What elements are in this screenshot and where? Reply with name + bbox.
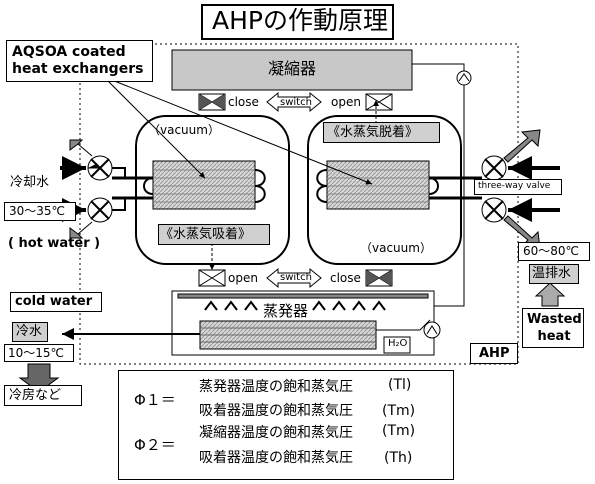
- top-switch-label: switch: [280, 97, 312, 108]
- h2o-box: [383, 336, 411, 354]
- left-state-label: 《水蒸気吸着》: [160, 227, 252, 242]
- ahp-label: AHP: [479, 346, 510, 361]
- cooling-temp-box: [4, 202, 76, 221]
- right-exhaust-arrow: [503, 129, 541, 163]
- right-three-way-valve-upper-icon: [481, 155, 507, 181]
- condensate-pump-icon: [456, 70, 472, 86]
- three-way-valve-box: [474, 179, 562, 195]
- chilled-water-box: [12, 322, 48, 342]
- evaporator-coil: [199, 320, 377, 350]
- phi1-numerator-symbol: (Tl): [388, 377, 412, 393]
- phi1-numerator: 蒸発器温度の飽和蒸気圧: [199, 379, 353, 395]
- phi2-denominator-symbol: (Th): [384, 450, 413, 466]
- left-outlet-arrow-2: [69, 221, 93, 239]
- evaporator-label: 蒸発器: [263, 302, 309, 320]
- evaporation-arrows: [204, 300, 386, 311]
- top-right-valve-icon: [365, 93, 393, 111]
- top-right-valve-label: open: [331, 95, 361, 109]
- title-box: [201, 4, 394, 40]
- right-state-label: 《水蒸気脱着》: [327, 125, 419, 140]
- phi1-denominator: 吸着器温度の飽和蒸気圧: [199, 403, 353, 419]
- bottom-switch-arrow: [266, 267, 322, 289]
- phi2-numerator: 凝縮器温度の飽和蒸気圧: [199, 425, 353, 441]
- bottom-right-valve-label: close: [330, 271, 361, 285]
- ahp-label-box: [470, 343, 518, 364]
- formula-box: [118, 370, 454, 480]
- chilled-water-return: [376, 319, 431, 331]
- waste-water-box: [529, 264, 579, 284]
- waste-water-label: 温排水: [532, 266, 572, 281]
- right-vacuum-label: （vacuum）: [360, 241, 432, 255]
- waste-temp-label: 60～80℃: [523, 244, 580, 258]
- chilled-temp-label: 10～15℃: [8, 346, 65, 360]
- right-three-way-valve-lower-icon: [481, 197, 507, 223]
- condensate-line: [412, 63, 465, 307]
- left-three-way-valve-upper-icon: [87, 155, 113, 181]
- wasted-heat-arrow: [534, 282, 566, 307]
- phi1-label: Φ１＝: [134, 391, 176, 409]
- cold-water-box: [10, 292, 102, 312]
- bottom-switch-label: switch: [280, 272, 312, 283]
- hot-water-label: ( hot water ): [8, 236, 101, 251]
- cooling-water-label: 冷却水: [10, 175, 50, 190]
- top-switch-arrow: [266, 91, 322, 113]
- callout-box: [6, 40, 153, 82]
- top-left-valve-label: close: [228, 95, 259, 109]
- phi2-label: Φ２＝: [134, 436, 176, 454]
- wasted-heat-box: [522, 308, 584, 348]
- callout-label: AQSOA coated heat exchangers: [12, 44, 144, 77]
- top-left-valve-icon: [198, 93, 226, 111]
- three-way-valve-label: three-way valve: [478, 181, 551, 191]
- cooling-temp-label: 30～35℃: [9, 204, 66, 218]
- h2o-label: H₂O: [388, 338, 408, 349]
- condenser-label: 凝縮器: [268, 59, 317, 78]
- phi1-denominator-symbol: (Tm): [382, 403, 416, 419]
- waste-temp-box: [518, 242, 590, 261]
- chilled-water-label: 冷水: [16, 324, 43, 339]
- phi2-denominator: 吸着器温度の飽和蒸気圧: [199, 450, 353, 466]
- left-three-way-valve-lower-icon: [87, 197, 113, 223]
- left-vacuum-label: （vacuum）: [148, 123, 220, 137]
- bottom-right-valve-icon: [365, 269, 393, 287]
- left-outlet-arrow-1: [69, 139, 93, 157]
- cold-water-label: cold water: [15, 294, 93, 309]
- evaporator-pump-icon: [423, 321, 441, 339]
- page-title: AHPの作動原理: [212, 6, 388, 35]
- callout-lines: [104, 77, 373, 185]
- cooling-use-box: [4, 385, 82, 406]
- left-state-box: [158, 224, 270, 245]
- bottom-left-valve-icon: [198, 269, 226, 287]
- left-heat-exchanger: [112, 160, 266, 210]
- phi2-numerator-symbol: (Tm): [382, 423, 416, 439]
- wasted-heat-label: Wasted heat: [527, 312, 582, 344]
- bottom-left-valve-label: open: [228, 271, 258, 285]
- evaporator-plate: [177, 293, 429, 299]
- right-state-box: [323, 122, 440, 143]
- condenser-box: [171, 49, 413, 91]
- right-heat-exchanger: [316, 160, 482, 210]
- cooling-use-label: 冷房など: [9, 388, 62, 403]
- chilled-temp-box: [4, 344, 74, 362]
